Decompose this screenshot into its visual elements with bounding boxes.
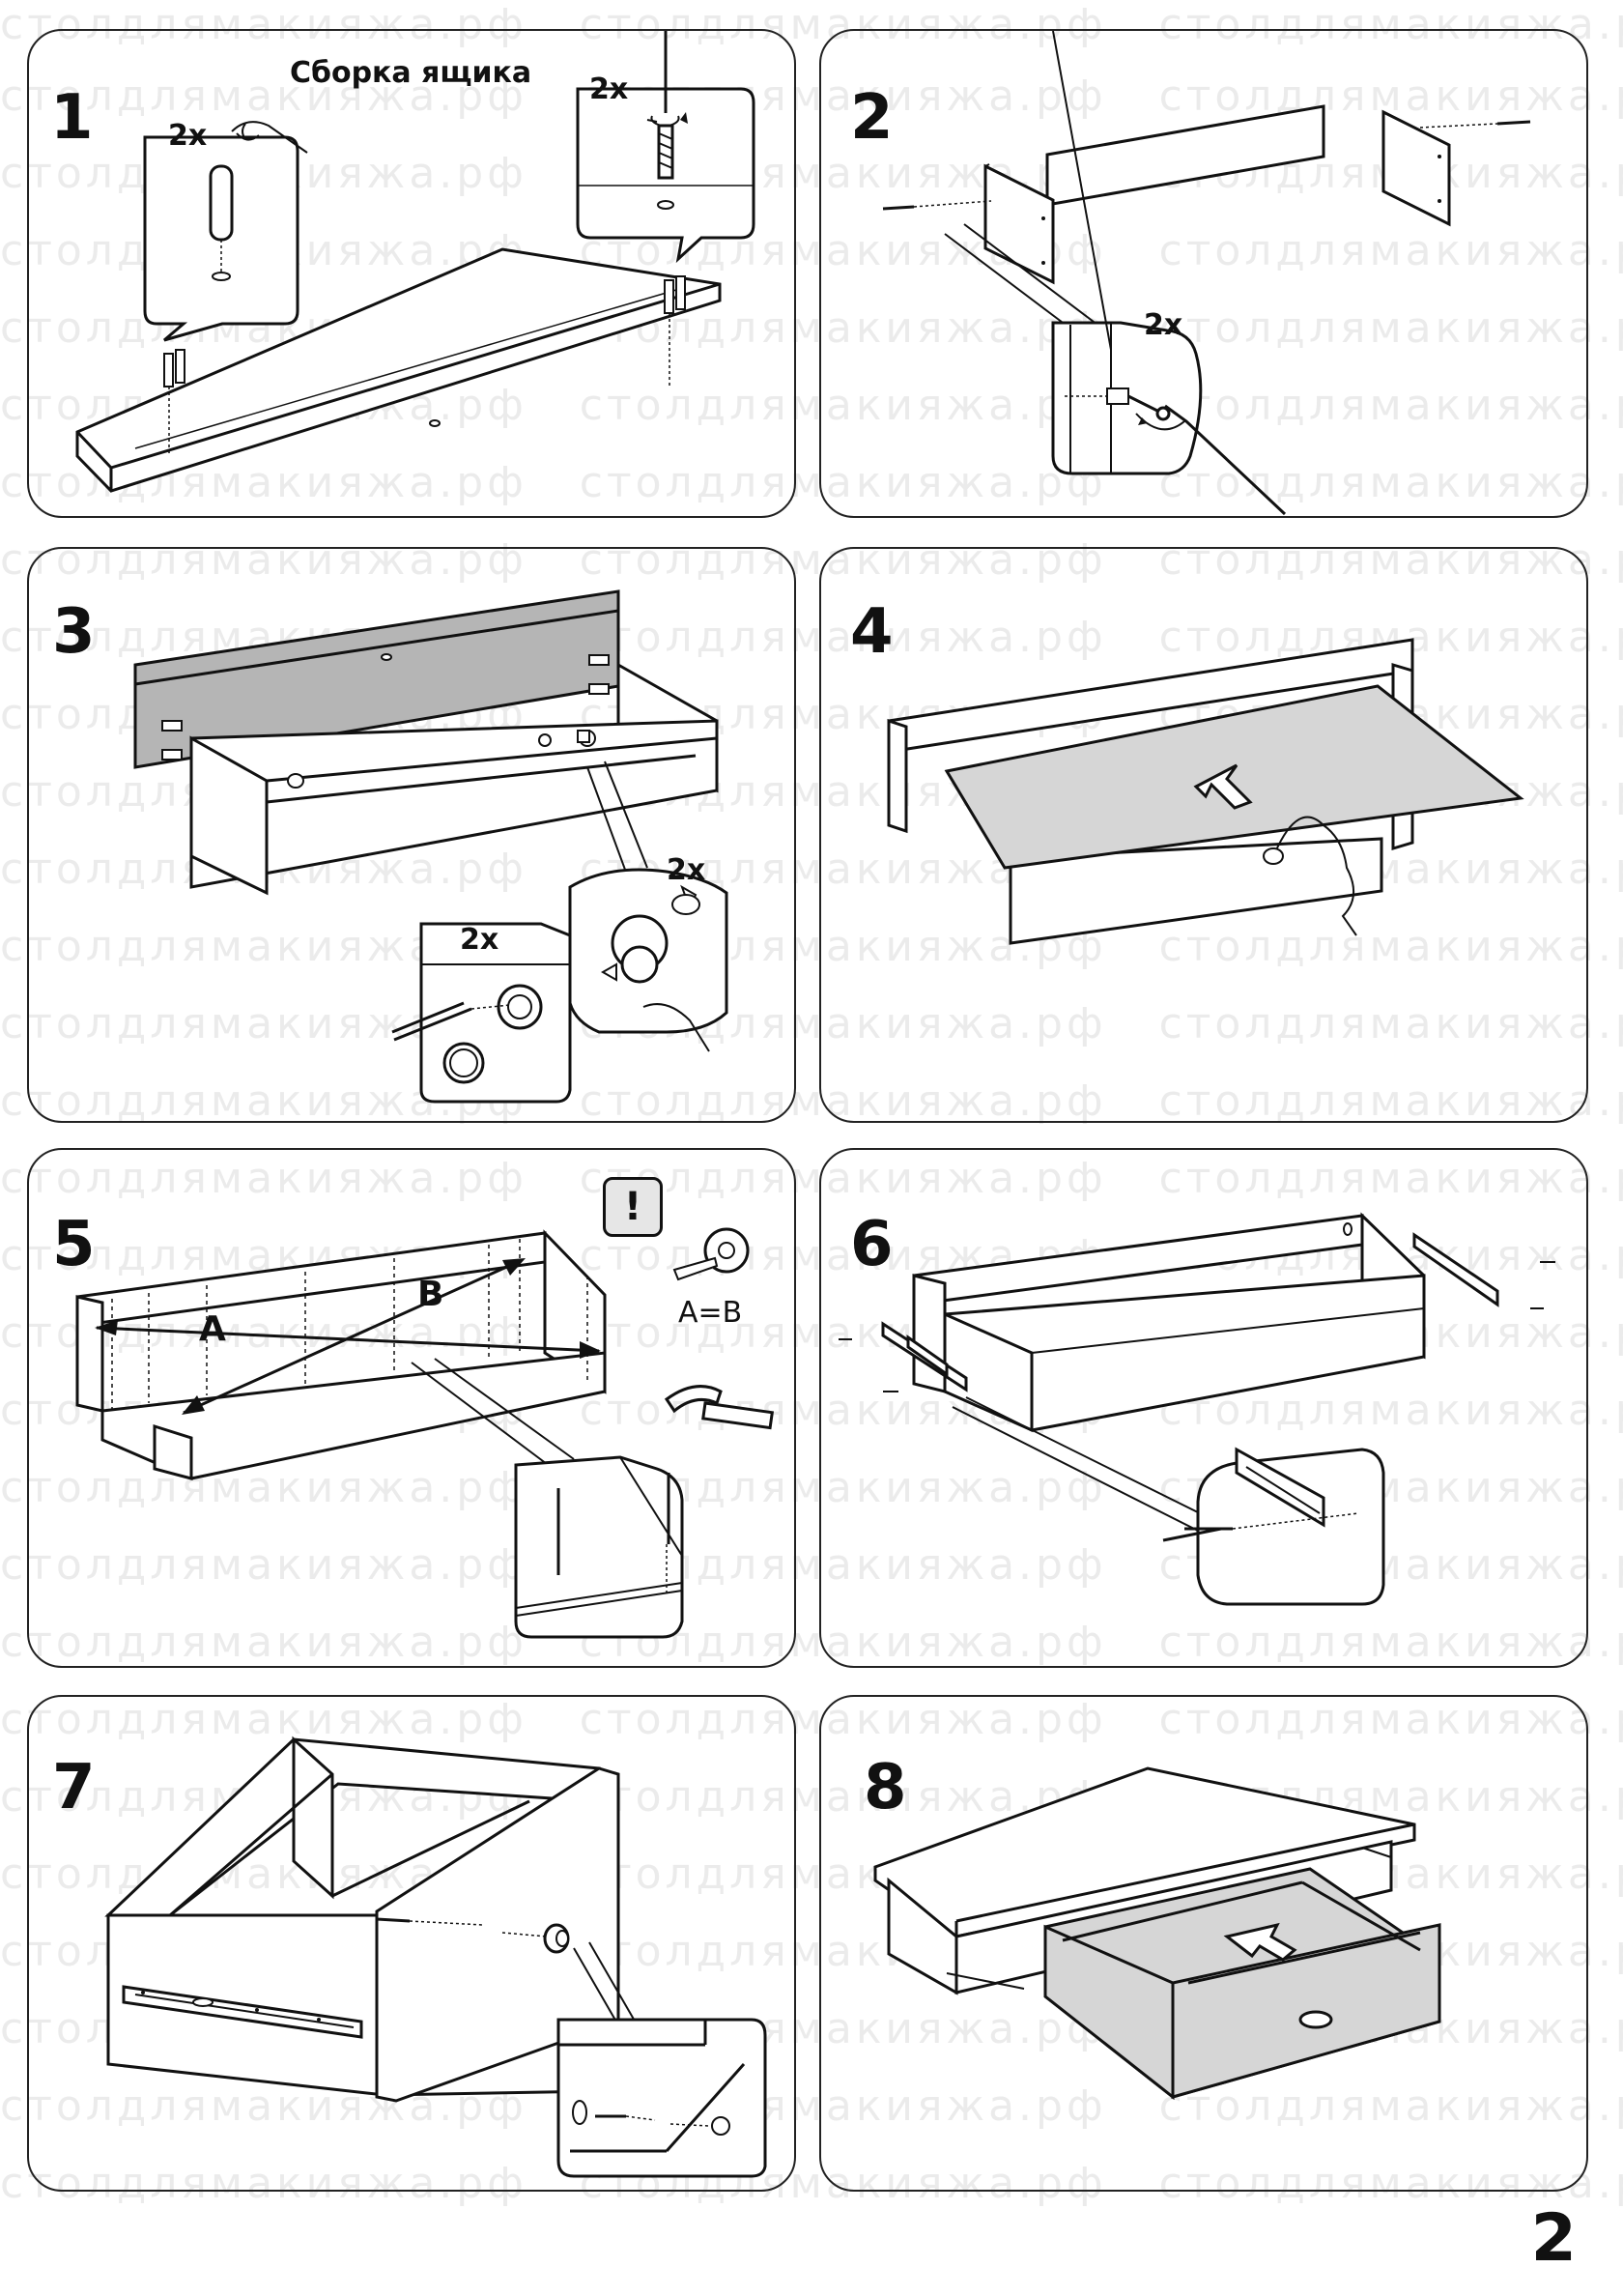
step-7-illustration — [104, 1736, 767, 2178]
step-5-number: 5 — [52, 1209, 96, 1280]
step-7-panel: 7 — [27, 1695, 796, 2192]
step-4-panel: 4 — [819, 547, 1588, 1123]
step-3-illustration — [133, 589, 728, 1104]
step-7-number: 7 — [52, 1752, 96, 1823]
step-6-panel: 6 — [819, 1148, 1588, 1668]
step-6-illustration — [839, 1212, 1555, 1606]
diagonal-label-a: A — [199, 1309, 226, 1349]
step-4-illustration — [887, 638, 1524, 945]
step-3-number: 3 — [52, 596, 96, 668]
document-title: Сборка ящика — [290, 56, 532, 90]
step-3-quantity-label-cam: 2x — [667, 853, 706, 887]
step-1-quantity-label-screw: 2x — [589, 72, 629, 106]
step-5-panel: 5 A B ! A=B — [27, 1148, 796, 1668]
step-5-illustration — [75, 1227, 775, 1639]
step-1-quantity-label-dowel: 2x — [168, 119, 208, 153]
measurement-note: A=B — [678, 1296, 743, 1330]
step-8-panel: 8 — [819, 1695, 1588, 2192]
step-2-illustration — [882, 31, 1531, 516]
step-3-quantity-label-screw: 2x — [460, 923, 499, 957]
step-6-number: 6 — [850, 1209, 894, 1280]
step-8-number: 8 — [864, 1752, 907, 1823]
step-2-panel: 2 2x — [819, 29, 1588, 518]
warning-icon: ! — [603, 1177, 663, 1237]
step-1-illustration — [75, 31, 755, 493]
step-1-number: 1 — [50, 82, 94, 154]
step-3-panel: 3 2x 2x — [27, 547, 796, 1123]
step-4-number: 4 — [850, 596, 894, 668]
step-1-panel: 1 Сборка ящика 2x 2x — [27, 29, 796, 518]
page-number: 2 — [1530, 2200, 1577, 2277]
step-2-quantity-label: 2x — [1144, 308, 1183, 342]
step-2-number: 2 — [850, 82, 894, 154]
diagonal-label-b: B — [417, 1275, 444, 1314]
step-8-illustration — [873, 1766, 1441, 2101]
